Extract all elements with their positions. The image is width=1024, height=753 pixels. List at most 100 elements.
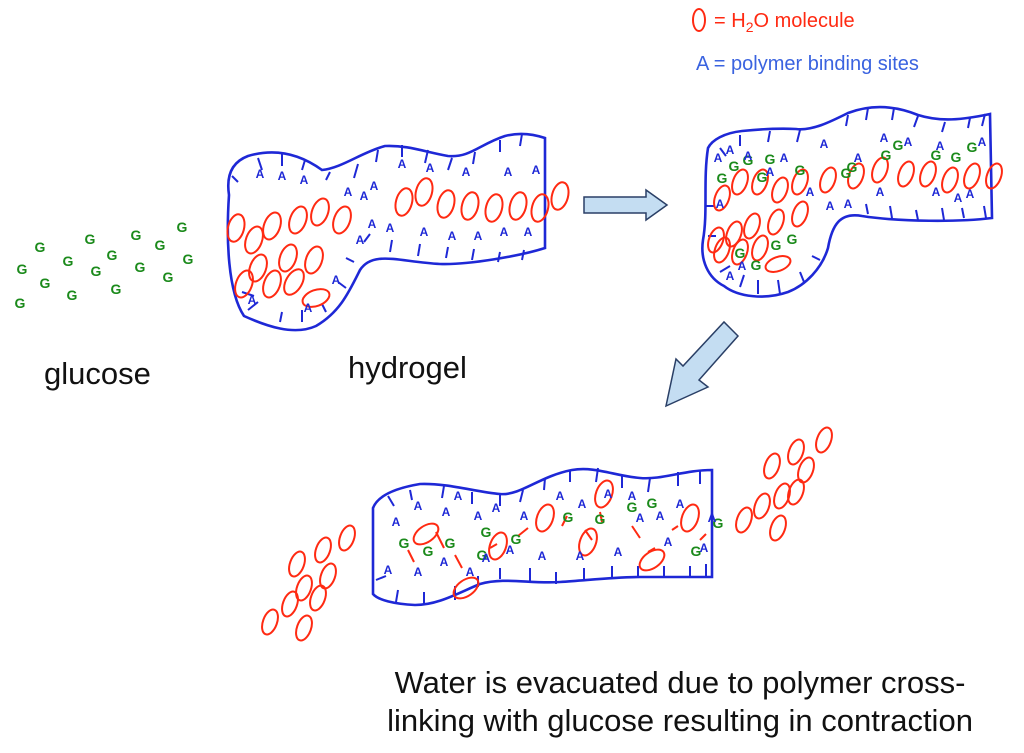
water-molecule-12 xyxy=(301,288,331,308)
binding-site-letter-40: A xyxy=(876,185,885,199)
binding-site-letter-64: A xyxy=(506,543,515,557)
glucose-letter-44: G xyxy=(713,515,724,531)
binding-site-letter-24: A xyxy=(726,143,735,157)
water-molecule-45 xyxy=(452,576,480,600)
water-oval-icon xyxy=(692,8,706,32)
legend-water-molecule: = H2O molecule xyxy=(692,8,855,35)
glucose-letter-33: G xyxy=(847,159,858,175)
water-molecules xyxy=(226,156,1003,642)
binding-site-letter-41: A xyxy=(932,185,941,199)
glucose-letter-32: G xyxy=(787,231,798,247)
water-molecule-35 xyxy=(707,226,725,254)
binding-site-letter-16: A xyxy=(474,229,483,243)
polymer-outline-2 xyxy=(701,105,994,298)
glucose-letter-28: G xyxy=(967,139,978,155)
crosslink-10 xyxy=(647,547,656,553)
water-molecule-28 xyxy=(847,162,865,190)
binding-site-letter-37: A xyxy=(806,185,815,199)
glucose-letter-3: G xyxy=(40,275,51,291)
water-molecule-10 xyxy=(262,269,282,299)
glucose-letter-1: G xyxy=(35,239,46,255)
binding-site-letter-32: A xyxy=(936,139,945,153)
water-molecule-17 xyxy=(460,191,480,221)
binding-site-letter-23: A xyxy=(714,151,723,165)
water-molecule-69 xyxy=(769,514,787,542)
binding-site-letter-22: A xyxy=(360,189,369,203)
binding-site-tick-3 xyxy=(301,159,306,171)
glucose-letter-42: G xyxy=(647,495,658,511)
glucose-letter-39: G xyxy=(563,509,574,525)
binding-site-tick-16 xyxy=(445,246,449,259)
glucose-letter-16: G xyxy=(183,251,194,267)
binding-site-letter-35: A xyxy=(738,259,747,273)
binding-site-letter-20: A xyxy=(304,301,313,315)
water-molecule-24 xyxy=(751,168,769,196)
binding-site-tick-46 xyxy=(889,205,893,219)
binding-site-letter-59: A xyxy=(384,563,393,577)
water-molecule-42 xyxy=(731,238,749,266)
glucose-letter-26: G xyxy=(931,147,942,163)
water-molecule-57 xyxy=(261,608,279,636)
glucose-letter-40: G xyxy=(595,511,606,527)
glucose-letter-10: G xyxy=(111,281,122,297)
binding-site-letter-13: A xyxy=(386,221,395,235)
binding-site-tick-4 xyxy=(325,171,331,181)
water-molecule-47 xyxy=(535,503,555,533)
binding-site-letter-33: A xyxy=(978,135,987,149)
glucose-letter-23: G xyxy=(841,165,852,181)
binding-site-letter-39: A xyxy=(844,197,853,211)
water-molecule-1 xyxy=(226,213,246,243)
glucose-letter-8: G xyxy=(91,263,102,279)
binding-site-letter-53: A xyxy=(604,487,613,501)
crosslink-2 xyxy=(435,531,445,549)
binding-site-tick-42 xyxy=(777,279,781,295)
crosslink-6 xyxy=(561,515,568,527)
binding-site-tick-21 xyxy=(247,301,259,311)
glucose-letter-18: G xyxy=(729,158,740,174)
binding-site-letter-58: A xyxy=(708,511,717,525)
binding-site-letter-51: A xyxy=(556,489,565,503)
water-molecule-9 xyxy=(234,269,254,299)
binding-site-letter-45: A xyxy=(414,499,423,513)
binding-site-letter-21: A xyxy=(332,273,341,287)
hydrogel-label: hydrogel xyxy=(348,350,467,385)
water-molecule-2 xyxy=(244,225,264,255)
water-molecule-18 xyxy=(484,193,504,223)
water-molecule-59 xyxy=(295,614,313,642)
binding-site-letter-54: A xyxy=(628,489,637,503)
binding-site-letter-27: A xyxy=(766,165,775,179)
binding-site-tick-34 xyxy=(891,107,895,121)
water-molecule-15 xyxy=(414,177,434,207)
legend-water-text-2: O molecule xyxy=(753,10,855,32)
binding-site-tick-30 xyxy=(767,130,771,143)
binding-site-tick-48 xyxy=(941,207,945,221)
crosslink-11 xyxy=(671,525,679,531)
caption-line-2: linking with glucose resulting in contra… xyxy=(387,703,973,738)
binding-site-letter-62: A xyxy=(466,565,475,579)
water-molecule-3 xyxy=(262,211,282,241)
glucose-letter-15: G xyxy=(177,219,188,235)
binding-site-letter-66: A xyxy=(576,549,585,563)
binding-site-letter-28: A xyxy=(820,137,829,151)
binding-site-tick-39 xyxy=(719,265,731,273)
binding-site-letter-48: A xyxy=(474,509,483,523)
water-molecule-11 xyxy=(283,268,305,296)
water-molecule-8 xyxy=(304,245,324,275)
binding-site-letter-38: A xyxy=(826,199,835,213)
binding-site-tick-13 xyxy=(363,233,371,243)
glucose-letter-27: G xyxy=(951,149,962,165)
glucose-letter-21: G xyxy=(757,169,768,185)
binding-site-letter-60: A xyxy=(414,565,423,579)
binding-site-tick-37 xyxy=(967,117,971,129)
glucose-letter-43: G xyxy=(691,543,702,559)
water-molecule-44 xyxy=(412,522,440,546)
glucose-letter-34: G xyxy=(399,535,410,551)
water-molecule-50 xyxy=(638,548,666,572)
binding-site-letter-47: A xyxy=(454,489,463,503)
binding-site-tick-59 xyxy=(543,477,546,491)
binding-site-letter-50: A xyxy=(520,509,529,523)
glucose-letter-31: G xyxy=(771,237,782,253)
binding-site-letter-68: A xyxy=(664,535,673,549)
water-molecule-38 xyxy=(767,208,785,236)
